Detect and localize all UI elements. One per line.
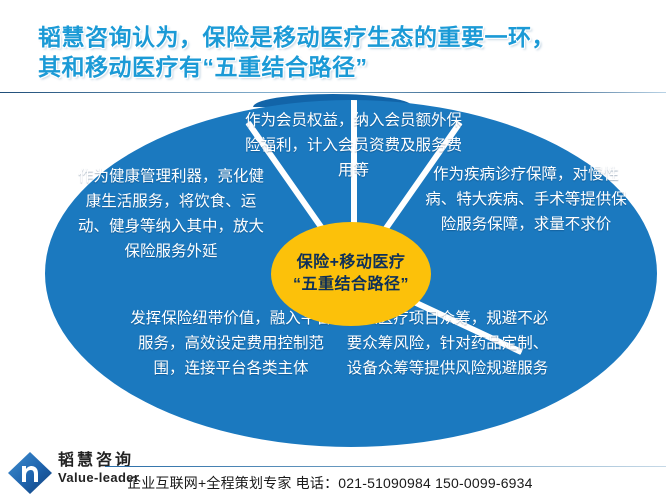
segment-platform-link[interactable]: 发挥保险纽带价值，融入平台服务，高效设定费用控制范围，连接平台各类主体 xyxy=(130,310,332,377)
segment-member-benefit[interactable]: 作为会员权益，纳入会员额外保险福利，计入会员资费及服务费用等 xyxy=(244,112,462,179)
title-divider-rule xyxy=(0,92,666,93)
title-line-1: 韬慧咨询认为，保险是移动医疗生态的重要一环， xyxy=(38,24,555,50)
footer-divider-rule xyxy=(105,466,666,467)
company-logo-text: 韬慧咨询 Value-leader xyxy=(58,451,148,486)
footer-tagline: 企业互联网+全程策划专家 电话：021-51090984 150-0099-69… xyxy=(127,475,533,491)
hub-line-2: “五重结合路径” xyxy=(292,275,409,293)
five-path-wheel-diagram: 作为会员权益，纳入会员额外保险福利，计入会员资费及服务费用等 作为健康管理利器，… xyxy=(45,100,657,447)
hub-line-1: 保险+移动医疗 xyxy=(296,253,406,271)
page-title: 韬慧咨询认为，保险是移动医疗生态的重要一环， 其和移动医疗有“五重结合路径” xyxy=(38,22,648,82)
logo-name-cn: 韬慧咨询 xyxy=(58,452,135,469)
company-logo-icon xyxy=(6,450,54,496)
logo-name-en: Value-leader xyxy=(58,470,140,485)
footer-bar: 韬慧咨询 Value-leader 企业互联网+全程策划专家 电话：021-51… xyxy=(0,447,666,498)
segment-disease-treatment[interactable]: 作为疾病诊疗保障，对慢性病、特大疾病、手术等提供保险服务保障，求量不求价 xyxy=(425,166,627,233)
segment-health-management[interactable]: 作为健康管理利器，亮化健康生活服务，将饮食、运动、健身等纳入其中，放大保险服务外… xyxy=(77,168,264,260)
title-line-2: 其和移动医疗有“五重结合路径” xyxy=(38,54,368,80)
wheel-hub[interactable]: 保险+移动医疗 “五重结合路径” xyxy=(271,221,431,326)
